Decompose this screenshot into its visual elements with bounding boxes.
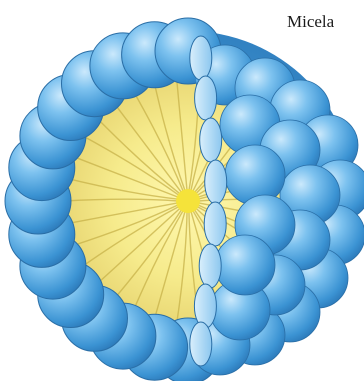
head-cap bbox=[194, 284, 216, 328]
head-cap bbox=[200, 118, 222, 162]
head-cap bbox=[195, 76, 217, 120]
head-sphere bbox=[225, 145, 285, 205]
head-sphere bbox=[215, 235, 275, 295]
head-cap bbox=[190, 36, 212, 80]
head-cap bbox=[204, 202, 226, 246]
head-cap bbox=[205, 160, 227, 204]
core-center bbox=[176, 189, 200, 213]
head-cap bbox=[190, 322, 212, 366]
head-cap bbox=[199, 244, 221, 288]
